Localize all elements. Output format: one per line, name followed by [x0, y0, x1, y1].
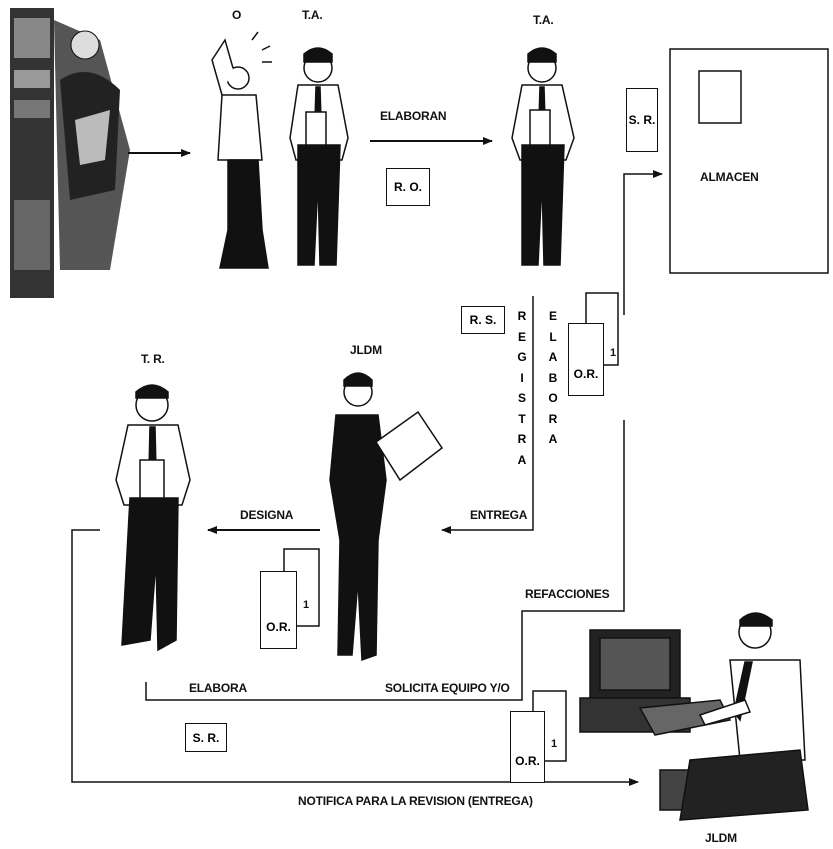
- almacen-box: [670, 49, 828, 273]
- person-jldm-mid: [330, 373, 442, 660]
- label-jldm-mid: JLDM: [350, 343, 382, 357]
- line-solicita: [146, 420, 624, 700]
- doc-sr-top: S. R.: [626, 88, 658, 152]
- elabora-letter: E: [546, 306, 560, 327]
- label-jldm-bottom: JLDM: [705, 831, 737, 845]
- server-clipart: [10, 8, 130, 298]
- registra-letter: G: [515, 347, 529, 368]
- registra-letter: T: [515, 409, 529, 430]
- elabora-letter: O: [546, 388, 560, 409]
- doc-or-bottom: O.R.: [510, 711, 545, 783]
- label-refacciones: REFACCIONES: [525, 587, 609, 601]
- registra-letter: R: [515, 306, 529, 327]
- elabora-letter: A: [546, 429, 560, 450]
- arrow-to-almacen: [624, 174, 662, 315]
- label-o: O: [232, 8, 241, 22]
- elabora-letter: R: [546, 409, 560, 430]
- registra-letter: A: [515, 450, 529, 471]
- person-ta-1: [290, 48, 348, 265]
- elabora-letter: A: [546, 347, 560, 368]
- almacen-window: [699, 71, 741, 123]
- label-ta-1: T.A.: [302, 8, 323, 22]
- person-o: [212, 32, 272, 268]
- label-almacen: ALMACEN: [700, 170, 759, 184]
- or-num-right: 1: [610, 347, 616, 359]
- registra-letter: R: [515, 429, 529, 450]
- registra-letter: I: [515, 368, 529, 389]
- vertical-elabora: E L A B O R A: [546, 306, 560, 450]
- elabora-letter: B: [546, 368, 560, 389]
- label-elabora-bottom: ELABORA: [189, 681, 247, 695]
- label-ta-2: T.A.: [533, 13, 554, 27]
- doc-ro: R. O.: [386, 168, 430, 206]
- doc-rs: R. S.: [461, 306, 505, 334]
- elabora-letter: L: [546, 327, 560, 348]
- vertical-registra: R E G I S T R A: [515, 306, 529, 470]
- registra-letter: S: [515, 388, 529, 409]
- label-solicita: SOLICITA EQUIPO Y/O: [385, 681, 510, 695]
- or-num-mid: 1: [303, 599, 309, 611]
- label-notifica: NOTIFICA PARA LA REVISION (ENTREGA): [298, 794, 533, 808]
- person-tr: [116, 385, 190, 650]
- label-entrega: ENTREGA: [470, 508, 527, 522]
- doc-sr-bottom: S. R.: [185, 723, 227, 752]
- doc-or-right: O.R.: [568, 323, 604, 396]
- doc-or-mid: O.R.: [260, 571, 297, 649]
- label-designa: DESIGNA: [240, 508, 293, 522]
- label-elaboran: ELABORAN: [380, 109, 446, 123]
- or-num-bottom: 1: [551, 738, 557, 750]
- registra-letter: E: [515, 327, 529, 348]
- person-ta-2: [512, 48, 574, 265]
- label-tr: T. R.: [141, 352, 165, 366]
